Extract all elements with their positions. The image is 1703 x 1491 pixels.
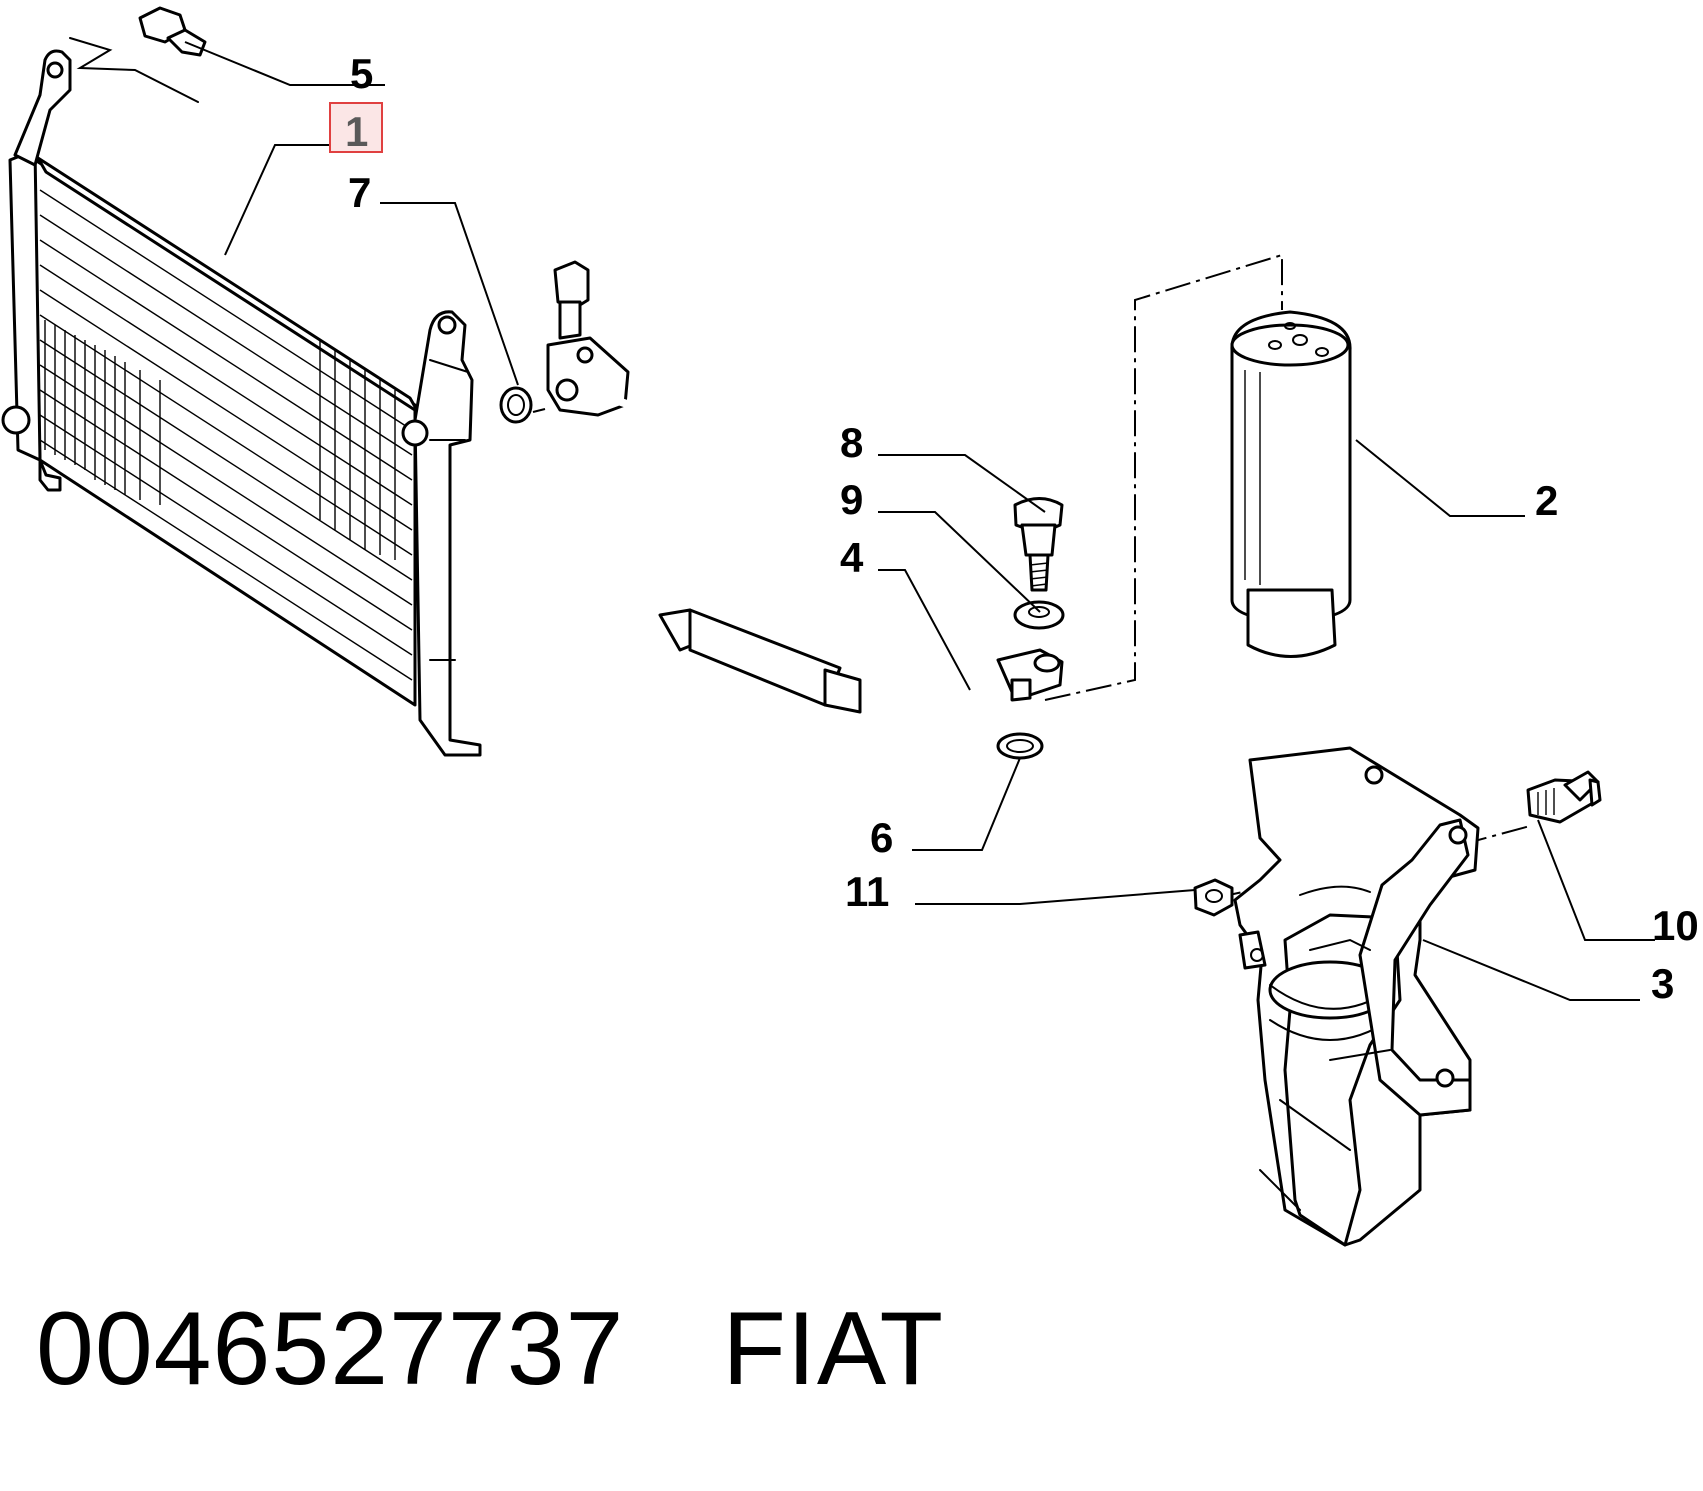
- nut-part-11: [1193, 878, 1234, 917]
- leader-lines: [184, 41, 1655, 1001]
- condenser-part: [1, 49, 482, 757]
- callout-labels: 5 1 7 2 8 9 4 6 11 10 3: [329, 50, 1699, 1007]
- bracket-part-3: [1233, 746, 1480, 1247]
- callout-1-highlight-box: [329, 102, 383, 153]
- brand-name: FIAT: [722, 1291, 945, 1407]
- pipe-part-4: [546, 260, 1064, 742]
- footer-caption: 0046527737 FIAT: [36, 1290, 944, 1409]
- washer-part-9: [1013, 600, 1065, 630]
- seal-ring-part-7: [499, 386, 533, 424]
- callout-7: 7: [348, 169, 371, 216]
- callout-4: 4: [840, 534, 864, 581]
- callout-3: 3: [1651, 960, 1674, 1007]
- assembly-line: [1044, 253, 1283, 701]
- callout-9: 9: [840, 476, 863, 523]
- seal-ring-part-6: [996, 732, 1044, 760]
- bolt-part-8: [1013, 497, 1064, 592]
- callout-8: 8: [840, 419, 863, 466]
- assembly-line: [532, 408, 546, 413]
- callout-11: 11: [845, 868, 889, 915]
- callout-6: 6: [870, 814, 893, 861]
- break-line: [69, 37, 199, 103]
- callout-5: 5: [350, 50, 373, 97]
- receiver-dryer-part-2: [1230, 310, 1352, 658]
- callout-10: 10: [1652, 902, 1699, 949]
- bolt-part-5: [138, 6, 207, 57]
- callout-2: 2: [1535, 477, 1558, 524]
- callout-1[interactable]: 1: [345, 108, 368, 155]
- assembly-line: [1214, 825, 1531, 899]
- part-number: 0046527737: [36, 1291, 625, 1407]
- bolt-part-10: [1526, 770, 1602, 824]
